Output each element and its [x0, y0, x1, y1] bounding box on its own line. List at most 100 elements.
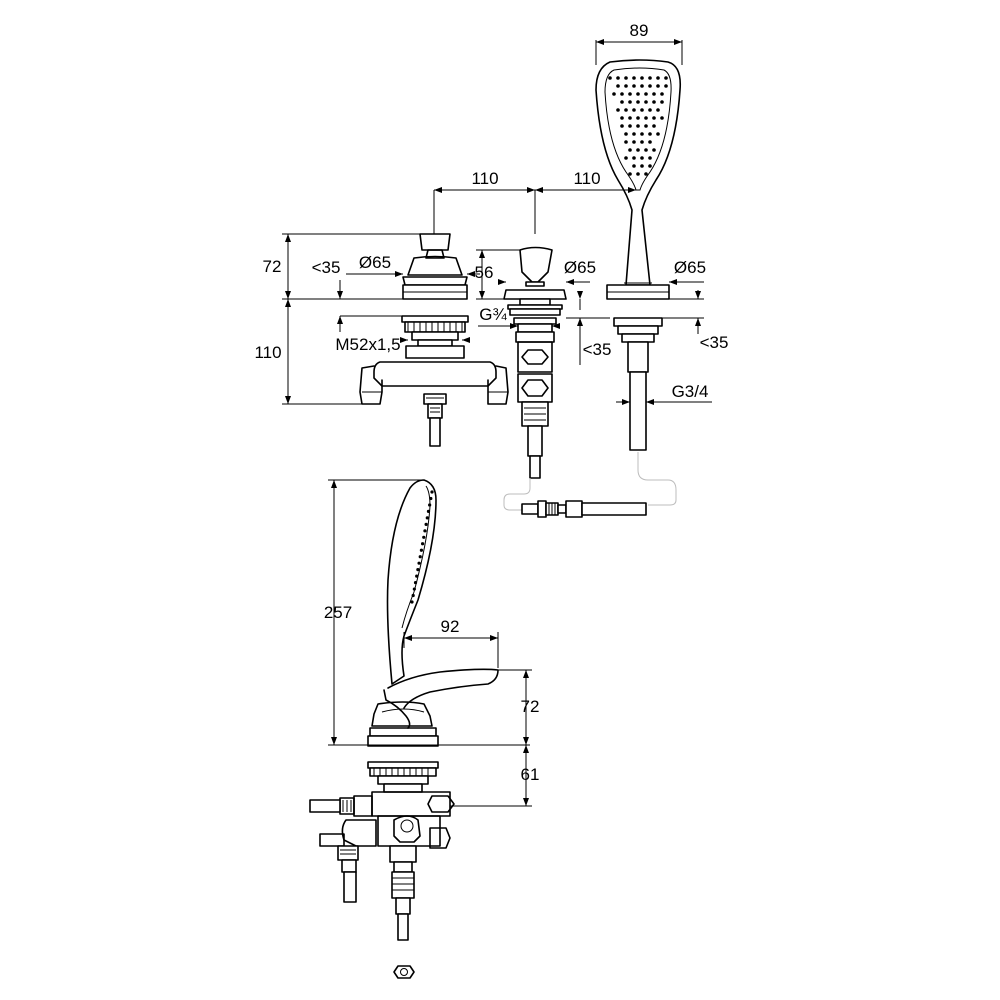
shower-nozzle-pattern	[608, 76, 668, 176]
nozzle-dot	[644, 172, 648, 176]
nozzle-dot	[656, 132, 660, 136]
dim-label: 257	[324, 603, 352, 622]
nozzle-dot	[632, 76, 636, 80]
nozzle-dot	[660, 100, 664, 104]
nozzle-dot	[648, 132, 652, 136]
nozzle-dot	[624, 108, 628, 112]
nozzle-dot	[628, 100, 632, 104]
nozzle-dot	[624, 76, 628, 80]
nozzle-dot	[418, 555, 422, 559]
nozzle-dot	[616, 84, 620, 88]
dim-mixer: 110 110 72 110 <35 Ø65 M52x1,5	[254, 169, 636, 405]
nozzle-dot	[656, 84, 660, 88]
nozzle-dot	[628, 124, 632, 128]
nozzle-dot	[648, 140, 652, 144]
dim-shower: Ø65 <35 G3/4	[616, 258, 728, 405]
nozzle-dot	[640, 84, 644, 88]
hose-connection	[503, 452, 677, 518]
nozzle-dot	[648, 108, 652, 112]
side-nozzle-pattern	[410, 490, 434, 604]
nozzle-dot	[424, 522, 428, 526]
nozzle-dot	[660, 116, 664, 120]
nozzle-dot	[664, 84, 668, 88]
nozzle-dot	[620, 124, 624, 128]
nozzle-dot	[656, 76, 660, 80]
dim-label: Ø65	[564, 258, 596, 277]
nozzle-dot	[412, 587, 416, 591]
diverter-body	[503, 246, 567, 479]
nozzle-dot	[652, 116, 656, 120]
nozzle-dot	[636, 116, 640, 120]
nozzle-dot	[616, 108, 620, 112]
nozzle-dot	[620, 100, 624, 104]
dim-diverter: 56 Ø65 G¾ <35	[475, 195, 612, 365]
dim-label: 61	[521, 765, 540, 784]
nozzle-dot	[426, 509, 431, 514]
nozzle-dot	[664, 76, 668, 80]
side-view-shower	[309, 479, 499, 979]
nozzle-dot	[632, 164, 636, 168]
dim-label: 92	[441, 617, 460, 636]
nozzle-dot	[628, 116, 632, 120]
nozzle-dot	[644, 100, 648, 104]
nozzle-dot	[624, 140, 628, 144]
nozzle-dot	[652, 100, 656, 104]
nozzle-dot	[656, 108, 660, 112]
dim-label: 110	[573, 169, 600, 188]
nozzle-dot	[636, 124, 640, 128]
nozzle-dot	[636, 148, 640, 152]
nozzle-dot	[628, 92, 632, 96]
hand-shower-top-view	[595, 59, 682, 451]
nozzle-dot	[410, 600, 414, 604]
nozzle-dot	[428, 503, 432, 507]
nozzle-dot	[608, 76, 612, 80]
nozzle-dot	[612, 92, 616, 96]
nozzle-dot	[411, 593, 415, 598]
dim-label: G¾	[479, 305, 507, 324]
nozzle-dot	[616, 76, 620, 80]
nozzle-dot	[417, 561, 421, 565]
nozzle-dot	[632, 84, 636, 88]
nozzle-dot	[423, 529, 427, 533]
dim-label: <35	[700, 333, 729, 352]
nozzle-dot	[640, 164, 644, 168]
nozzle-dot	[644, 116, 648, 120]
mixer-body	[359, 233, 509, 447]
nozzle-dot	[425, 516, 429, 520]
nozzle-dot	[636, 100, 640, 104]
nozzle-dot	[430, 490, 434, 494]
nozzle-dot	[422, 535, 426, 539]
dim-label: Ø65	[674, 258, 706, 277]
nozzle-dot	[640, 76, 644, 80]
dim-89: 89	[595, 21, 683, 65]
dim-label: M52x1,5	[335, 335, 400, 354]
nozzle-dot	[416, 568, 420, 572]
dim-side: 257 92 72 61	[324, 479, 540, 807]
nozzle-dot	[660, 92, 664, 96]
nozzle-dot	[636, 92, 640, 96]
nozzle-dot	[644, 124, 648, 128]
nozzle-dot	[415, 574, 419, 578]
nozzle-dot	[620, 92, 624, 96]
nozzle-dot	[628, 148, 632, 152]
dim-label: 72	[521, 697, 540, 716]
nozzle-dot	[636, 172, 640, 176]
dim-label: Ø65	[359, 253, 391, 272]
dim-label: <35	[583, 340, 612, 359]
nozzle-dot	[640, 140, 644, 144]
nozzle-dot	[632, 156, 636, 160]
nozzle-dot	[640, 156, 644, 160]
nozzle-dot	[624, 132, 628, 136]
dim-label: 110	[254, 343, 281, 362]
dim-label: 110	[471, 169, 498, 188]
nozzle-dot	[624, 156, 628, 160]
nozzle-dot	[648, 76, 652, 80]
nozzle-dot	[632, 140, 636, 144]
nozzle-dot	[429, 496, 433, 501]
nozzle-dot	[413, 580, 418, 585]
dim-label: <35	[312, 258, 341, 277]
nozzle-dot	[620, 116, 624, 120]
dim-label: 89	[630, 21, 649, 40]
nozzle-dot	[419, 548, 424, 552]
dim-label: G3/4	[672, 382, 709, 401]
